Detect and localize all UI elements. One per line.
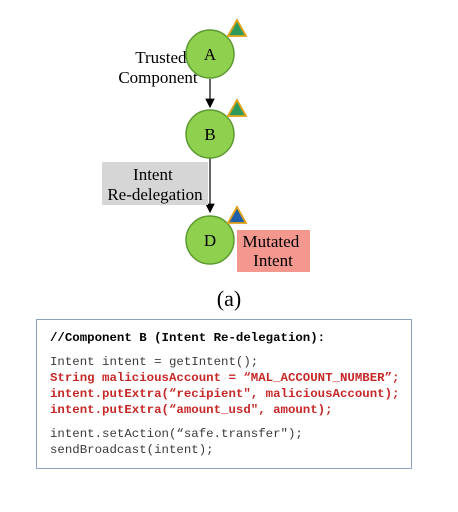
code-comment-title: //Component B (Intent Re-delegation): [50, 331, 326, 345]
edge-bd-label-line1: Intent [133, 165, 173, 184]
node-b: B [185, 109, 235, 159]
mutated-intent-label: Mutated Intent [243, 232, 304, 270]
node-b-label: B [204, 125, 215, 144]
mutated-label-line1: Mutated [243, 232, 300, 251]
code-line-malicious-account: String maliciousAccount = “MAL_ACCOUNT_N… [50, 371, 400, 385]
edge-ab-label-line1: Trusted [135, 48, 187, 67]
code-spacer [50, 346, 411, 354]
green-triangle-icon [226, 98, 248, 117]
code-line-get-intent: Intent intent = getIntent(); [50, 355, 259, 369]
code-spacer [50, 418, 411, 426]
redelegation-label-box [102, 162, 208, 205]
mutated-label-line2: Intent [253, 251, 293, 270]
node-a-label: A [204, 45, 217, 64]
intent-redelegation-diagram: Trusted Component Intent Re-delegation A… [102, 18, 310, 311]
edge-bd-label: Intent Re-delegation [107, 165, 203, 204]
mutated-intent-box [237, 230, 310, 272]
code-line-send-broadcast: sendBroadcast(intent); [50, 443, 214, 457]
edge-bd-label-line2: Re-delegation [107, 185, 203, 204]
edge-ab-label: Trusted Component [118, 48, 198, 87]
code-line-set-action: intent.setAction(“safe.transfer"); [50, 427, 303, 441]
edge-ab-label-line2: Component [118, 68, 198, 87]
green-triangle-icon [226, 18, 248, 37]
node-a: A [185, 29, 235, 79]
code-line-put-amount: intent.putExtra(“amount_usd", amount); [50, 403, 333, 417]
figure-caption: (a) [217, 286, 241, 311]
node-d: D [185, 215, 235, 265]
node-d-label: D [204, 231, 216, 250]
code-snippet-box: //Component B (Intent Re-delegation): In… [36, 319, 412, 469]
code-line-put-recipient: intent.putExtra(“recipient", maliciousAc… [50, 387, 400, 401]
blue-triangle-icon [226, 205, 248, 224]
